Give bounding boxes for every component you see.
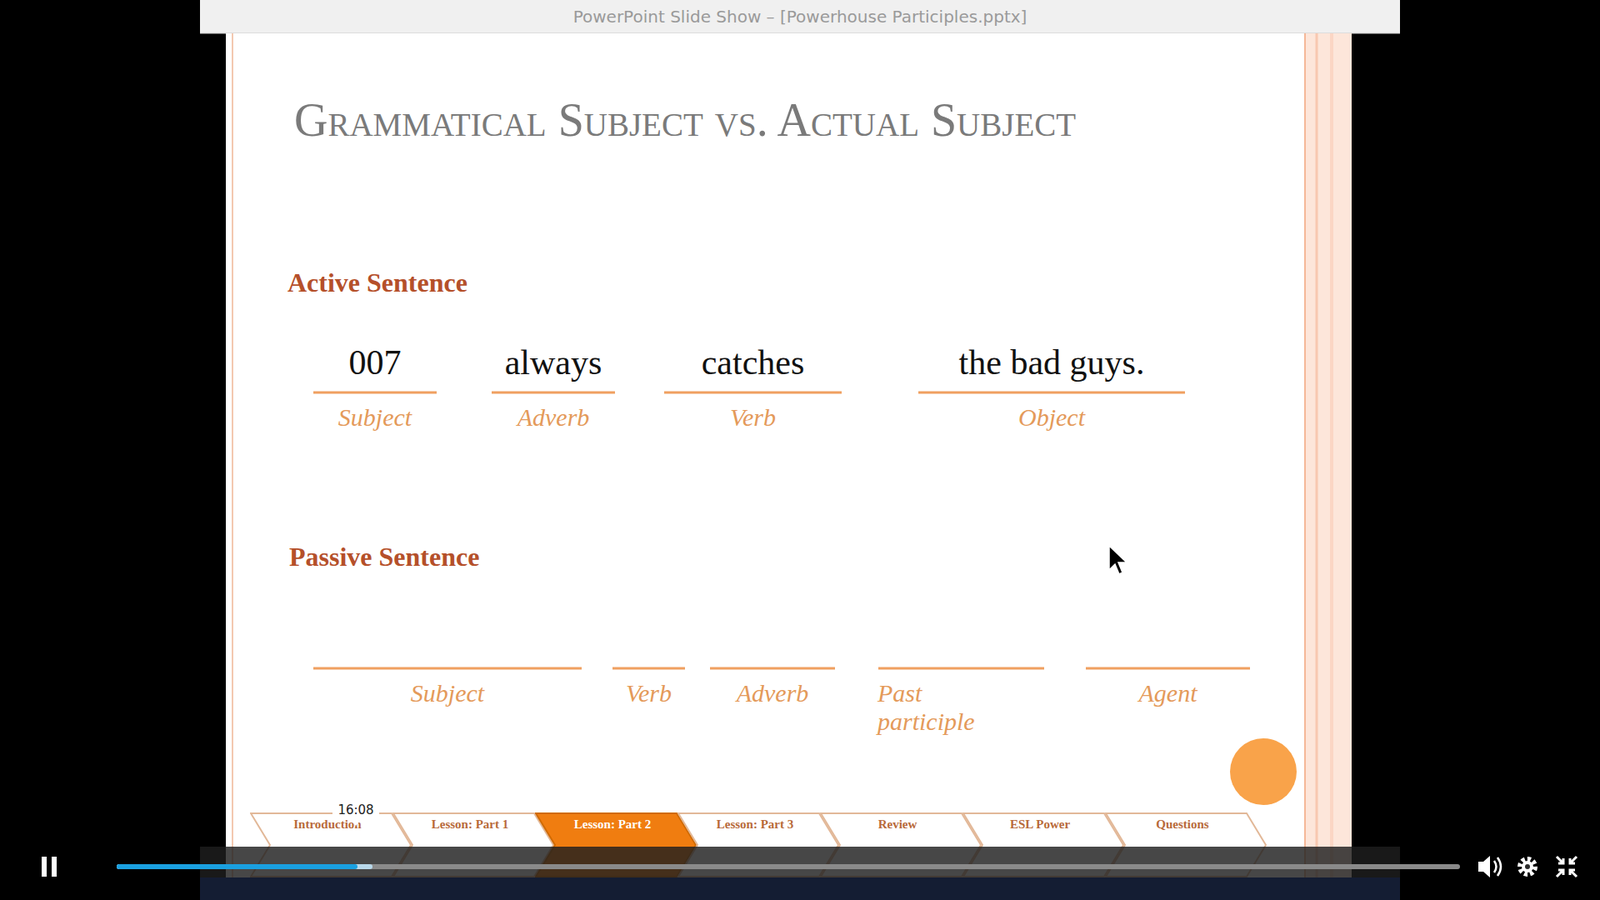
part-of-speech: Past participle bbox=[877, 679, 1003, 736]
section-heading: Active Sentence bbox=[287, 266, 468, 299]
nav-tab: Lesson: Part 3 bbox=[677, 812, 840, 878]
part-of-speech: Agent bbox=[1085, 679, 1250, 708]
nav-tab: Lesson: Part 1 bbox=[392, 812, 555, 878]
nav-tab: Introduction bbox=[250, 812, 412, 878]
sentence-word: catches bbox=[664, 341, 842, 384]
part-of-speech: Subject bbox=[313, 403, 437, 432]
nav-tab: Questions bbox=[1105, 812, 1267, 878]
sentence-word: the bad guys. bbox=[918, 341, 1185, 384]
tab-label: Lesson: Part 1 bbox=[420, 817, 520, 831]
tab-label: Questions bbox=[1133, 817, 1232, 831]
slide-title: Grammatical Subject vs. Actual Subject bbox=[294, 91, 1086, 149]
part-of-speech: Adverb bbox=[491, 403, 615, 432]
part-of-speech: Verb bbox=[664, 403, 842, 432]
part-of-speech: Verb bbox=[612, 679, 685, 708]
window-title: PowerPoint Slide Show – [Powerhouse Part… bbox=[200, 0, 1400, 34]
sentence-word: always bbox=[491, 341, 615, 384]
tab-label: Lesson: Part 3 bbox=[705, 817, 805, 831]
nav-tab: ESL Power bbox=[962, 812, 1125, 878]
tab-label: Lesson: Part 2 bbox=[563, 817, 662, 831]
part-of-speech: Adverb bbox=[710, 679, 835, 708]
part-of-speech: Subject bbox=[313, 679, 582, 708]
nav-tab: Lesson: Part 2 bbox=[535, 812, 697, 878]
time-tooltip: 16:08 bbox=[332, 800, 380, 820]
part-of-speech: Object bbox=[918, 403, 1185, 432]
sentence-word: 007 bbox=[313, 341, 437, 384]
tab-label: ESL Power bbox=[990, 817, 1090, 831]
tab-label: Review bbox=[848, 817, 947, 831]
nav-tab: Review bbox=[820, 812, 982, 878]
section-heading: Passive Sentence bbox=[289, 540, 480, 573]
